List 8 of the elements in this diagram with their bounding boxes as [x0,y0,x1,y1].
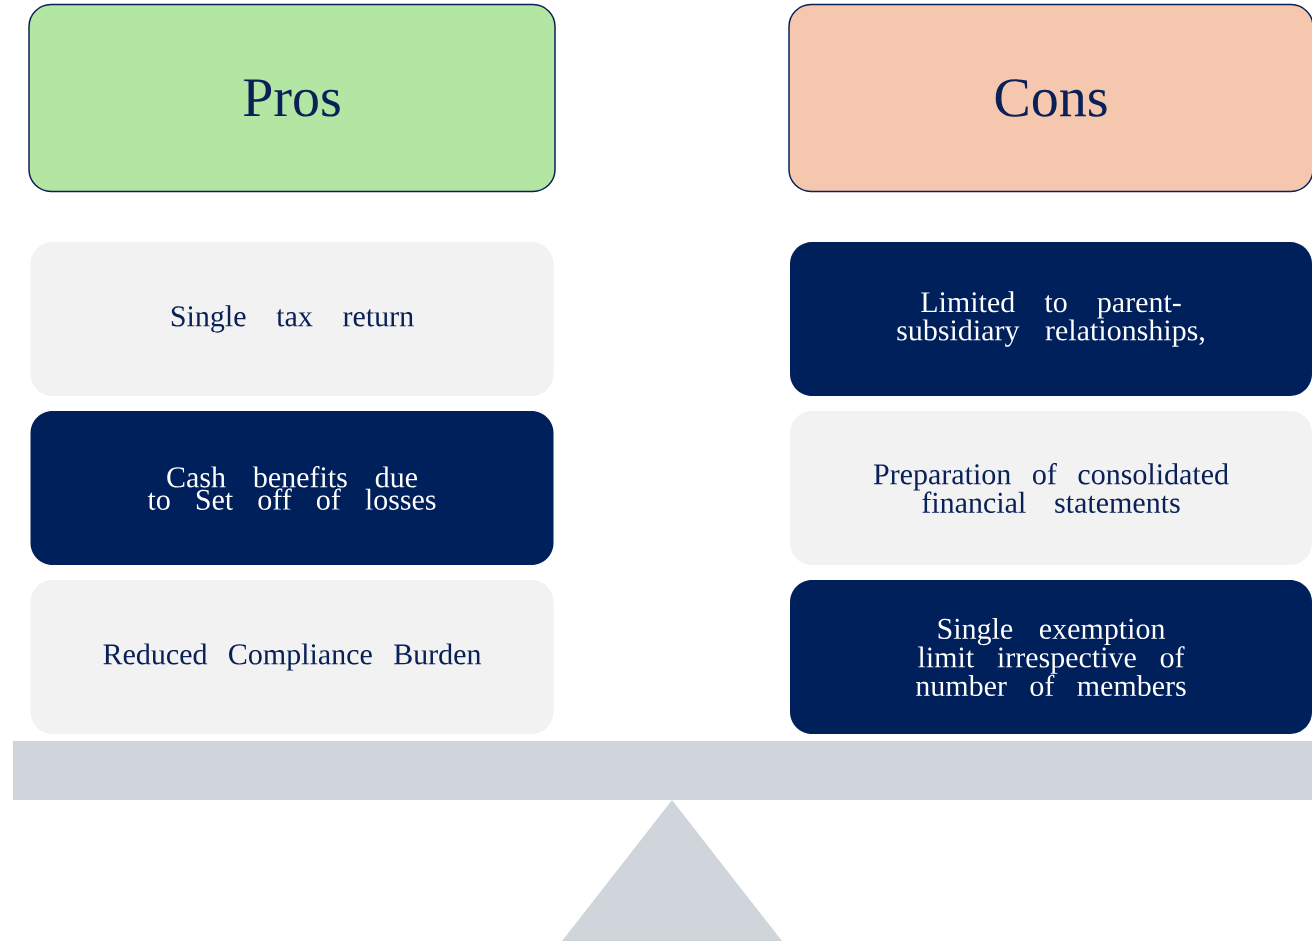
pro-box: Single tax return [30,242,554,396]
con-box: Single exemption limit irrespective of number of members [790,580,1312,734]
cons-header-box: Cons [788,3,1312,193]
con-box: Limited to parent-subsidiary relationships, [790,242,1312,396]
pro-box: Reduced Compliance Burden [30,580,554,734]
con-box: Preparation of consolidated financial statements [790,411,1312,565]
pro-box: Cash benefits due to Set off of losses [30,411,554,565]
pros-header-box: Pros [28,3,556,193]
